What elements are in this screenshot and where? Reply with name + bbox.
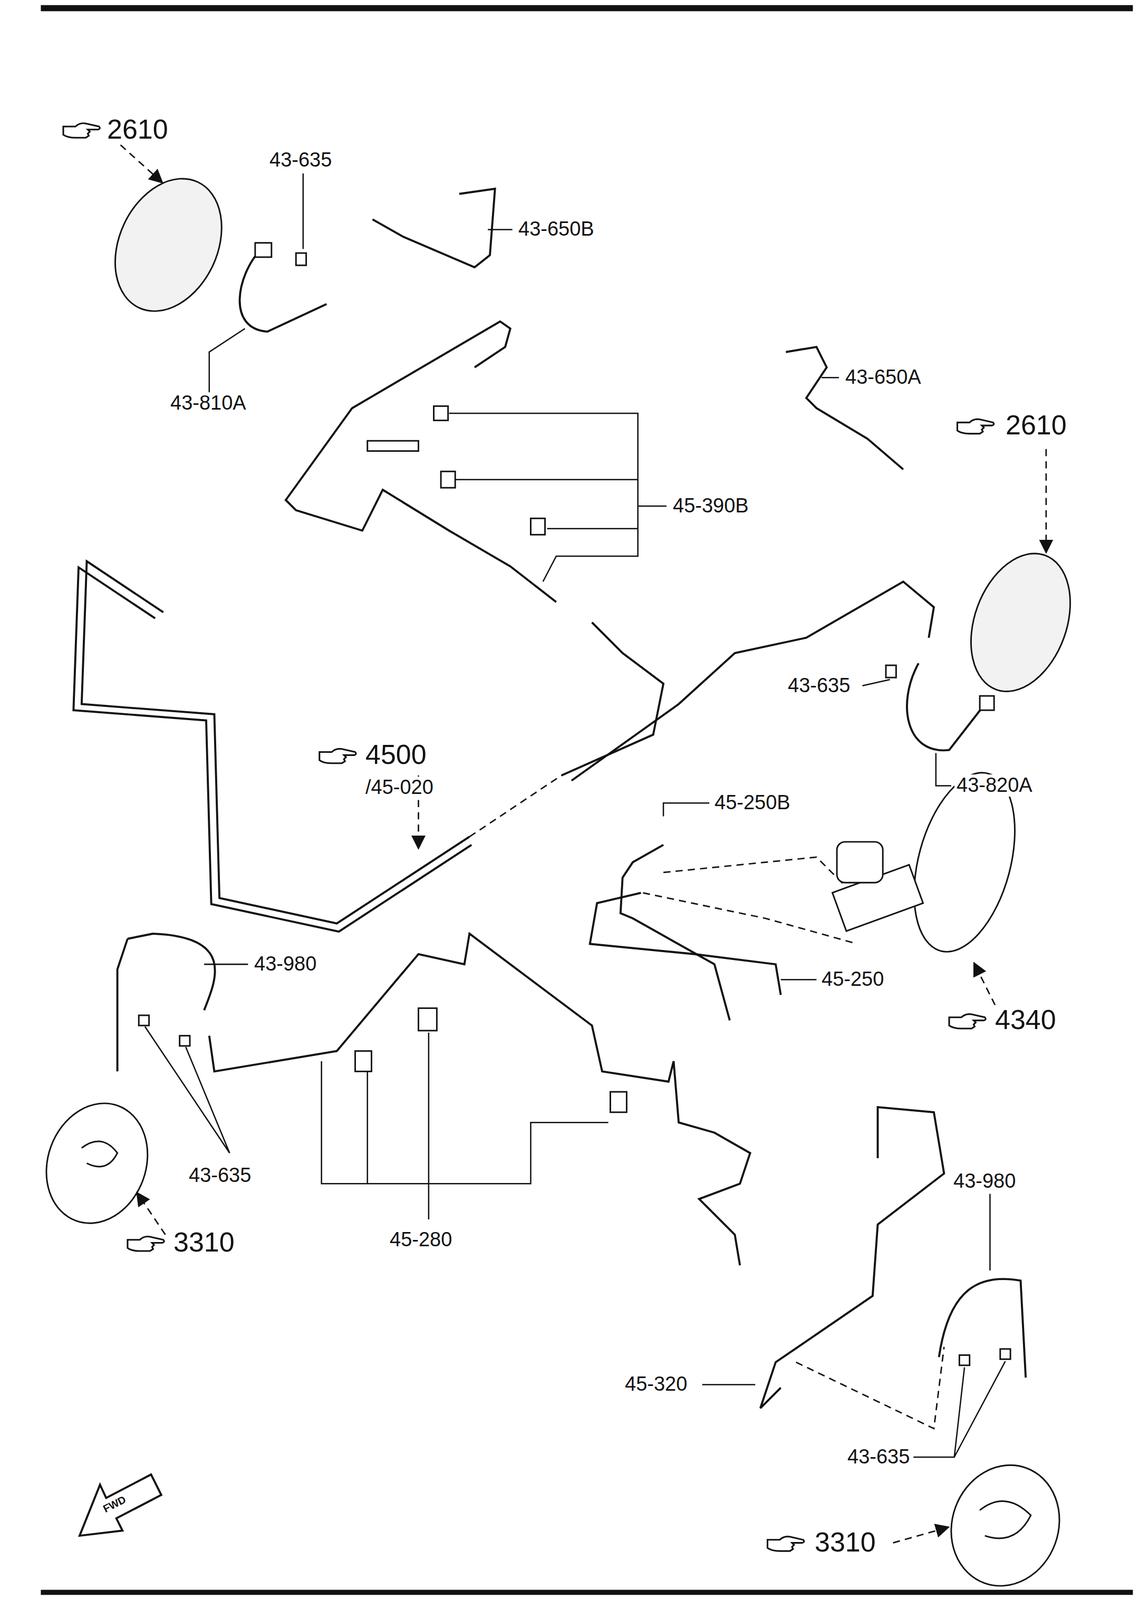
- part-number: /45-020: [363, 776, 436, 799]
- direction-label: FWD: [99, 1492, 130, 1517]
- fittings-and-clips: [138, 243, 1033, 1366]
- callout-number: 3310: [812, 1527, 878, 1558]
- part-number: 45-320: [622, 1373, 690, 1396]
- forward-arrow: [79, 1474, 162, 1537]
- frame-lines: [40, 5, 1133, 1596]
- callout-number: 2610: [1003, 410, 1069, 441]
- part-number: 43-650A: [843, 366, 924, 389]
- callout-number: 4500: [363, 739, 429, 770]
- part-number: 43-980: [951, 1170, 1018, 1193]
- part-number: 45-250: [819, 968, 886, 991]
- part-number: 45-390B: [670, 495, 751, 518]
- callout-number: 3310: [171, 1227, 237, 1258]
- callout-number: 2610: [104, 114, 171, 145]
- part-number: 43-635: [785, 674, 853, 698]
- dashed-callout-arrows: [120, 145, 1046, 1544]
- part-number: 43-650B: [516, 218, 597, 241]
- part-number: 43-820A: [954, 774, 1035, 797]
- part-number: 43-635: [186, 1164, 254, 1187]
- leader-lines: [145, 173, 1006, 1458]
- callout-number: 4340: [992, 1005, 1059, 1036]
- part-number: 43-810A: [168, 392, 249, 415]
- part-number: 45-250B: [712, 792, 793, 815]
- part-number: 43-635: [267, 149, 334, 172]
- pipes: [73, 188, 1026, 1409]
- part-number: 43-980: [252, 953, 319, 976]
- part-number: 43-635: [845, 1446, 912, 1469]
- pointer-hands: [63, 123, 994, 1552]
- discs: [30, 161, 1089, 1600]
- part-number: 45-280: [387, 1229, 455, 1252]
